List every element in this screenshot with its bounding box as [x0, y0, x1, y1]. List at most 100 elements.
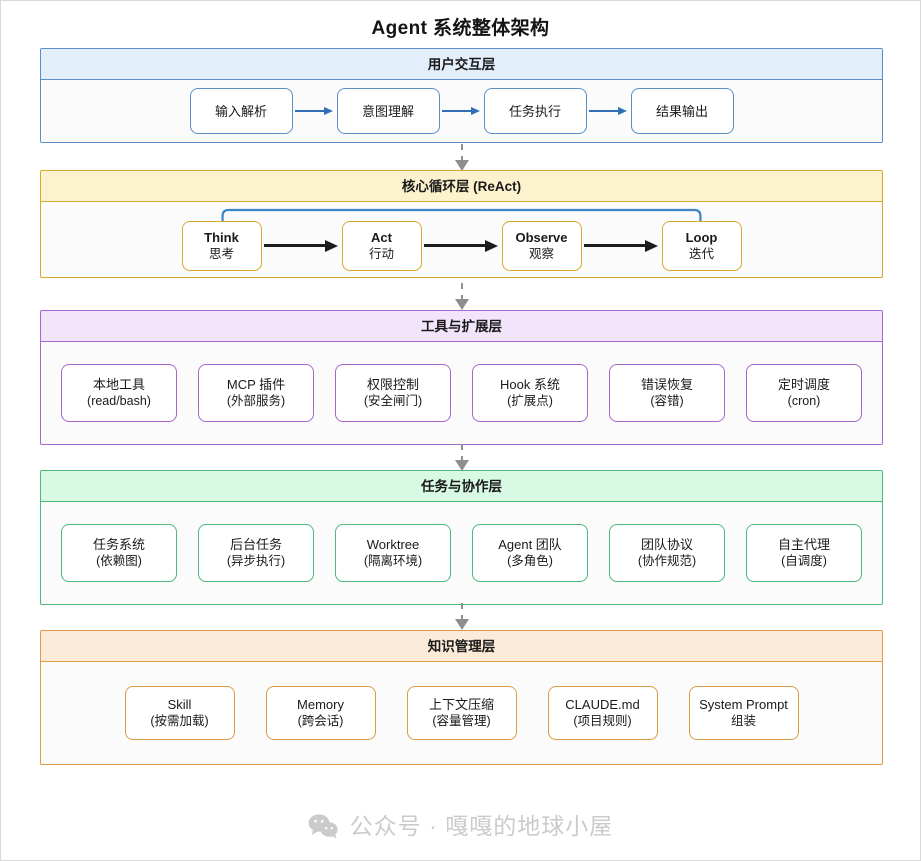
node-permission-control[interactable]: 权限控制 (安全闸门)	[335, 364, 451, 422]
layer-body-user-interaction: 输入解析 意图理解 任务执行 结果输出	[41, 80, 882, 142]
node-task-execution[interactable]: 任务执行	[483, 88, 587, 134]
node-label: 权限控制	[366, 377, 419, 392]
node-sublabel: (隔离环境)	[363, 554, 423, 568]
layer-tools-extensions: 工具与扩展层 本地工具 (read/bash) MCP 插件 (外部服务) 权限…	[40, 310, 883, 445]
node-intent-understanding[interactable]: 意图理解	[336, 88, 440, 134]
node-label: CLAUDE.md	[565, 697, 640, 712]
layer-body-core-loop: Think 思考 Act 行动 Observe 观察 Loop 迭代	[41, 202, 882, 277]
node-sublabel: 组装	[730, 714, 756, 728]
node-sublabel: (cron)	[787, 394, 821, 408]
watermark-text: 公众号 · 嘎嘎的地球小屋	[349, 813, 614, 839]
node-sublabel: (外部服务)	[226, 394, 286, 408]
arrow-right-icon	[582, 240, 662, 252]
connector-arrow-tasks-to-knowledge	[454, 603, 470, 631]
node-label: 输入解析	[214, 103, 267, 119]
node-label: 后台任务	[229, 537, 282, 552]
connector-stem	[461, 283, 463, 301]
node-local-tools[interactable]: 本地工具 (read/bash)	[61, 364, 177, 422]
node-label: Hook 系统	[500, 377, 560, 392]
node-sublabel: (安全闸门)	[363, 394, 423, 408]
layer-header-tasks-collaboration: 任务与协作层	[41, 471, 882, 502]
node-label: Loop	[685, 229, 718, 245]
node-act[interactable]: Act 行动	[341, 220, 422, 271]
node-agent-team[interactable]: Agent 团队 (多角色)	[472, 524, 588, 582]
node-label: 定时调度	[777, 377, 830, 392]
node-label: 自主代理	[777, 537, 830, 552]
node-label: Act	[371, 229, 392, 245]
node-scheduled-dispatch[interactable]: 定时调度 (cron)	[746, 364, 862, 422]
node-memory[interactable]: Memory (跨会话)	[265, 686, 376, 740]
connector-stem	[461, 144, 463, 162]
node-sublabel: (协作规范)	[637, 554, 697, 568]
layer-body-knowledge-management: Skill (按需加载) Memory (跨会话) 上下文压缩 (容量管理) C…	[41, 662, 882, 764]
arrow-down-icon	[455, 619, 469, 630]
wechat-icon	[308, 813, 338, 839]
node-sublabel: (异步执行)	[226, 554, 286, 568]
node-label: 任务系统	[92, 537, 145, 552]
layer-header-knowledge-management: 知识管理层	[41, 631, 882, 662]
connector-stem	[461, 603, 463, 621]
arrow-down-icon	[455, 460, 469, 471]
node-label: 团队协议	[640, 537, 693, 552]
node-label: 任务执行	[508, 103, 561, 119]
node-label: 上下文压缩	[428, 697, 494, 712]
node-loop[interactable]: Loop 迭代	[661, 220, 742, 271]
node-sublabel: (read/bash)	[87, 394, 151, 408]
node-claude-md[interactable]: CLAUDE.md (项目规则)	[547, 686, 658, 740]
node-label: Agent 团队	[498, 537, 562, 552]
layer-tasks-collaboration: 任务与协作层 任务系统 (依赖图) 后台任务 (异步执行) Worktree (…	[40, 470, 883, 605]
node-sublabel: (跨会话)	[297, 714, 344, 728]
arrow-right-icon	[293, 106, 337, 116]
arrow-right-icon	[440, 106, 484, 116]
node-label: Worktree	[366, 537, 420, 552]
node-mcp-plugin[interactable]: MCP 插件 (外部服务)	[198, 364, 314, 422]
node-sublabel: 迭代	[688, 246, 714, 261]
connector-stem	[461, 444, 463, 462]
arrow-right-icon	[422, 240, 502, 252]
node-label: 错误恢复	[640, 377, 693, 392]
node-observe[interactable]: Observe 观察	[501, 220, 582, 271]
node-label: 本地工具	[92, 377, 145, 392]
node-label: 结果输出	[655, 103, 708, 119]
node-sublabel: (多角色)	[507, 554, 553, 568]
node-error-recovery[interactable]: 错误恢复 (容错)	[609, 364, 725, 422]
node-background-task[interactable]: 后台任务 (异步执行)	[198, 524, 314, 582]
node-label: 意图理解	[361, 103, 414, 119]
layer-header-core-loop: 核心循环层 (ReAct)	[41, 171, 882, 202]
node-label: Skill	[167, 697, 192, 712]
layer-header-tools-extensions: 工具与扩展层	[41, 311, 882, 342]
node-sublabel: (项目规则)	[573, 714, 632, 728]
arrow-right-icon	[262, 240, 342, 252]
connector-arrow-user-to-core	[454, 144, 470, 172]
page-title: Agent 系统整体架构	[371, 18, 550, 39]
node-hook-system[interactable]: Hook 系统 (扩展点)	[472, 364, 588, 422]
node-sublabel: 思考	[208, 246, 234, 261]
node-system-prompt[interactable]: System Prompt 组装	[688, 686, 799, 740]
node-sublabel: (扩展点)	[507, 394, 553, 408]
node-think[interactable]: Think 思考	[181, 220, 262, 271]
node-sublabel: (自调度)	[781, 554, 827, 568]
node-sublabel: 行动	[368, 246, 394, 261]
node-task-system[interactable]: 任务系统 (依赖图)	[61, 524, 177, 582]
node-sublabel: (容量管理)	[432, 714, 491, 728]
arrow-right-icon	[587, 106, 631, 116]
node-team-protocol[interactable]: 团队协议 (协作规范)	[609, 524, 725, 582]
layer-core-loop: 核心循环层 (ReAct) Think 思考 Act 行动 Observe	[40, 170, 883, 278]
node-skill[interactable]: Skill (按需加载)	[124, 686, 235, 740]
node-input-parsing[interactable]: 输入解析	[189, 88, 293, 134]
node-autonomous-agent[interactable]: 自主代理 (自调度)	[746, 524, 862, 582]
node-sublabel: (按需加载)	[150, 714, 209, 728]
layer-user-interaction: 用户交互层 输入解析 意图理解 任务执行 结果输出	[40, 48, 883, 143]
node-result-output[interactable]: 结果输出	[630, 88, 734, 134]
node-context-compression[interactable]: 上下文压缩 (容量管理)	[406, 686, 517, 740]
watermark: 公众号 · 嘎嘎的地球小屋	[1, 813, 920, 839]
node-worktree[interactable]: Worktree (隔离环境)	[335, 524, 451, 582]
node-label: Observe	[515, 229, 568, 245]
node-sublabel: (依赖图)	[96, 554, 142, 568]
connector-arrow-tools-to-tasks	[454, 444, 470, 472]
layer-body-tasks-collaboration: 任务系统 (依赖图) 后台任务 (异步执行) Worktree (隔离环境) A…	[41, 502, 882, 604]
node-label: Think	[204, 229, 239, 245]
arrow-down-icon	[455, 160, 469, 171]
node-sublabel: (容错)	[650, 394, 684, 408]
